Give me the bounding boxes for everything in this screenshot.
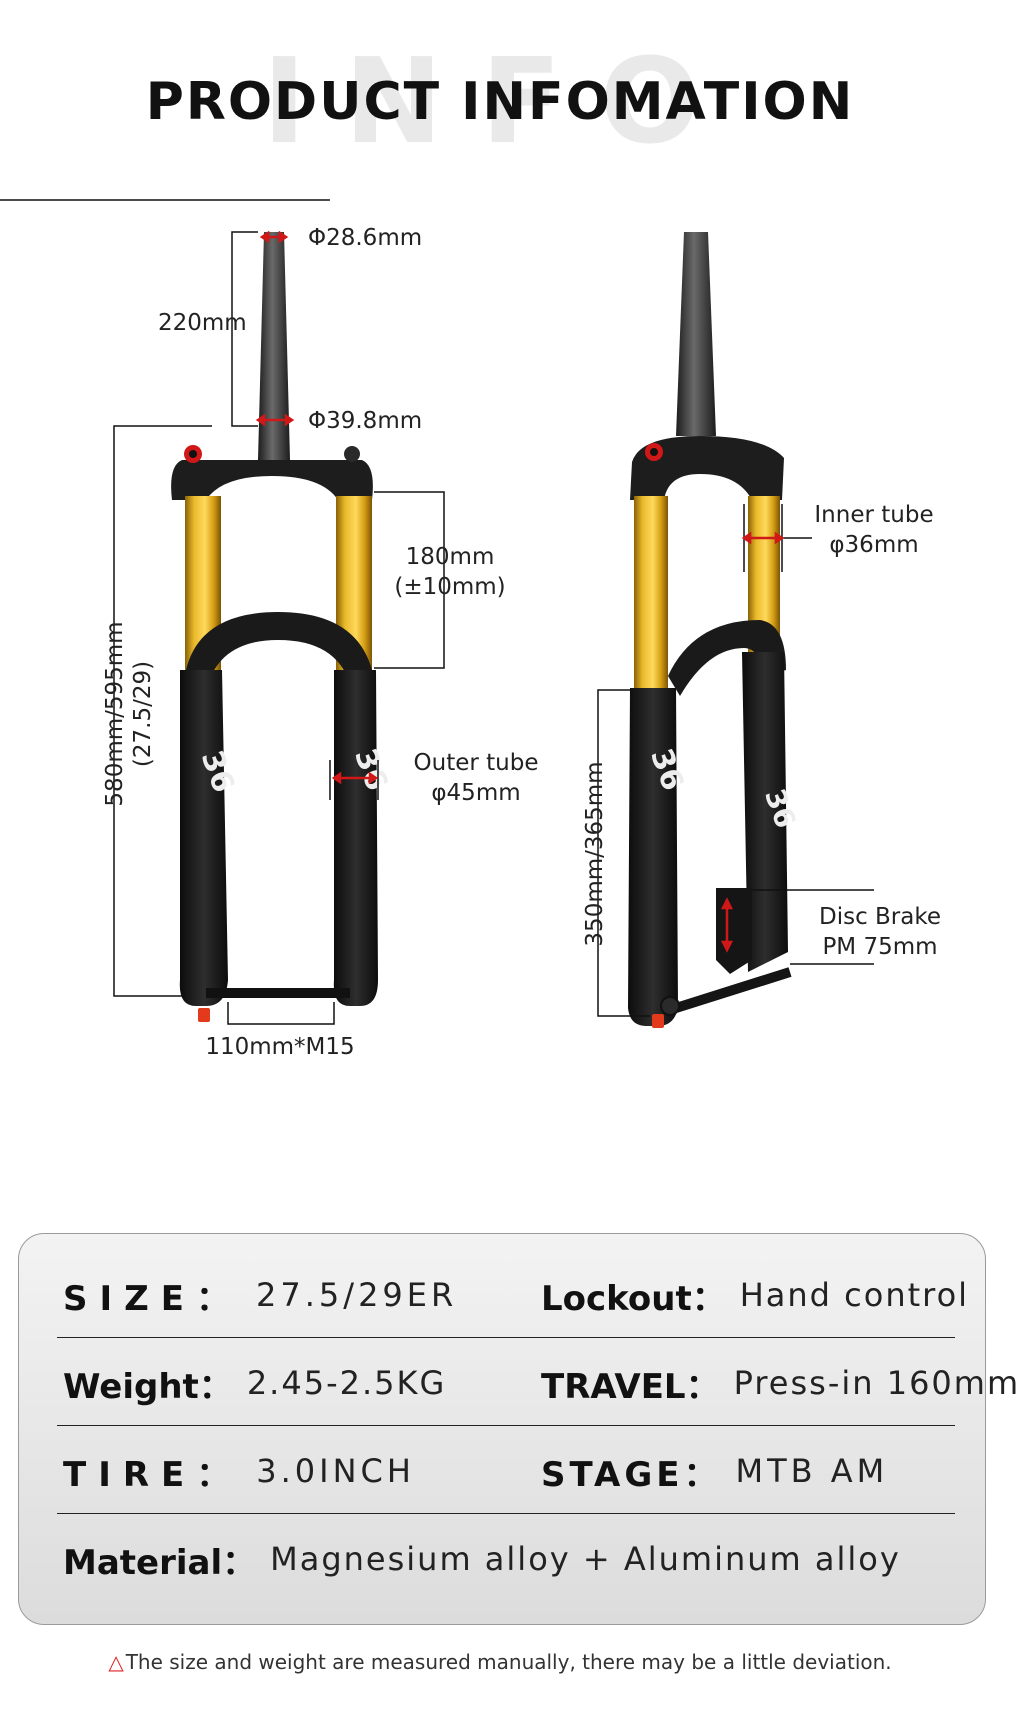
tire-value: 3.0INCH [256,1452,415,1490]
side-steerer-tube [676,232,716,436]
fork-dimension-diagram: 36 36 Φ28.6mm 220mm Φ39.8mm 180mm (±10mm… [0,199,941,1060]
front-axle [206,988,350,998]
front-left-lower [179,670,228,1006]
weight-value: 2.45-2.5KG [246,1364,447,1402]
spec-row-material: Material： Magnesium alloy + Aluminum all… [57,1516,955,1602]
front-steerer-tube [258,232,290,460]
warning-triangle-icon: △ [108,1650,124,1674]
outer-tube-diameter-label: φ45mm [431,780,520,806]
measurement-note: △The size and weight are measured manual… [0,1650,1000,1674]
steerer-top-diameter-label: Φ28.6mm [308,225,422,251]
front-brace-arch [186,612,372,684]
lockout-label: Lockout： [541,1278,726,1319]
spec-row-size-lockout: SIZE： 27.5/29ER Lockout： Hand control [57,1252,967,1338]
front-dimension-lines [0,199,445,1025]
outer-tube-label: Outer tube [414,750,539,776]
side-rear-lower [628,688,678,1026]
side-crown [630,436,784,500]
disc-brake-label: Disc Brake [819,904,941,930]
spec-panel: SIZE： 27.5/29ER Lockout： Hand control We… [18,1233,1018,1625]
material-label: Material： [63,1542,257,1583]
travel-value: Press-in 160mm [733,1364,1020,1402]
stanchion-length-label: 180mm [406,544,495,570]
measurement-note-text: The size and weight are measured manuall… [125,1650,892,1674]
crown-to-axle-label: 350mm/365mm [582,761,608,946]
axle-spec-label: 110mm*M15 [205,1034,354,1060]
inner-tube-diameter-label: φ36mm [829,532,918,558]
side-front-lower [742,652,788,972]
steerer-length-label: 220mm [158,310,247,336]
side-red-markers [720,531,785,953]
tire-label: TIRE： [63,1454,243,1495]
stage-label: STAGE： [541,1454,722,1495]
front-axle-red-end [198,1008,210,1022]
overall-length-label: 580mm/595mm [102,621,128,806]
size-value: 27.5/29ER [256,1276,458,1314]
front-crown [171,460,373,500]
stanchion-tolerance-label: (±10mm) [394,574,505,600]
spec-row-tire-stage: TIRE： 3.0INCH STAGE： MTB AM [57,1428,955,1514]
spec-row-weight-travel: Weight： 2.45-2.5KG TRAVEL： Press-in 160m… [57,1340,1018,1426]
side-brake-mount [716,888,752,974]
side-view-fork: 36 36 [628,232,802,1028]
side-axle-red-end [652,1014,664,1028]
front-view-fork: 36 36 [171,232,394,1022]
travel-label: TRAVEL： [541,1366,720,1407]
material-value: Magnesium alloy + Aluminum alloy [270,1540,901,1578]
disc-brake-mount-label: PM 75mm [822,934,937,960]
side-rear-stanchion [634,496,668,696]
lockout-value: Hand control [739,1276,970,1314]
page-title: PRODUCT INFOMATION [145,72,855,132]
background-watermark-word: INFO [262,32,738,170]
size-label: SIZE： [63,1278,243,1319]
front-red-markers [255,230,379,785]
inner-tube-label: Inner tube [814,502,933,528]
stage-value: MTB AM [735,1452,889,1490]
steerer-bottom-diameter-label: Φ39.8mm [308,408,422,434]
front-right-lower [333,670,378,1006]
overall-length-wheel-label: (27.5/29) [130,661,156,767]
side-brace-arch [668,620,786,696]
weight-label: Weight： [63,1366,233,1407]
